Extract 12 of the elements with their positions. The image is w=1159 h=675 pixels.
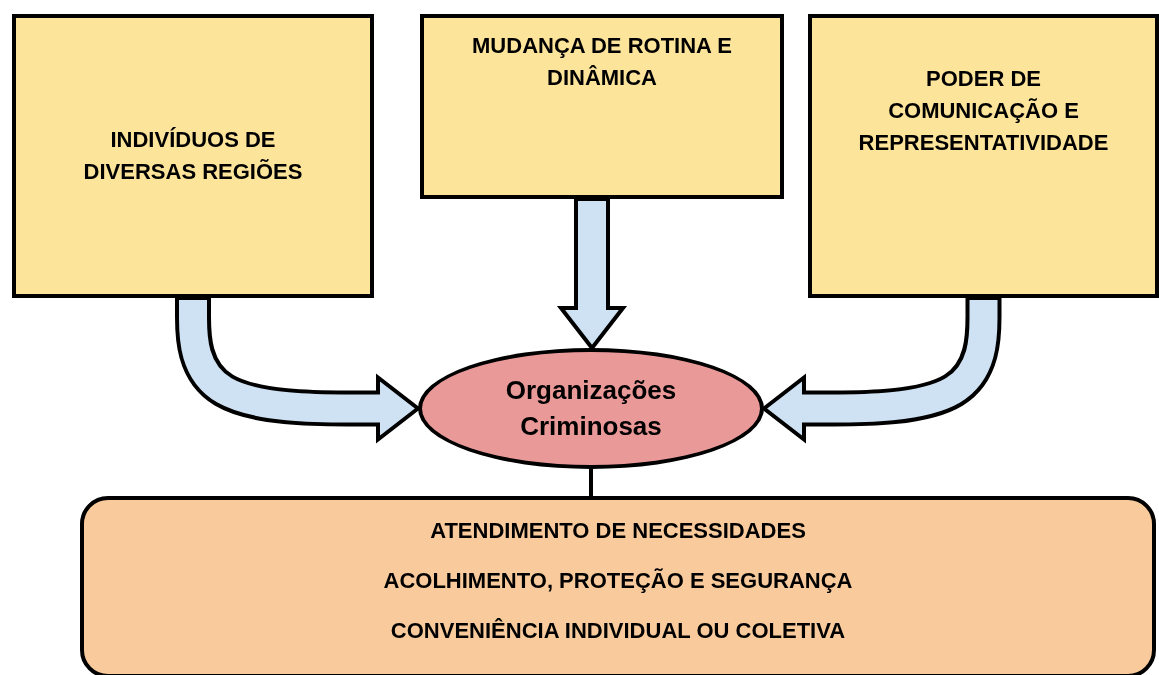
connector-line bbox=[589, 469, 593, 496]
result-panel bbox=[80, 496, 1156, 675]
cause-box bbox=[808, 14, 1159, 298]
center-label: Organizações Criminosas bbox=[504, 374, 678, 443]
cause-box bbox=[12, 14, 374, 298]
node-label: CONVENIÊNCIA INDIVIDUAL OU COLETIVA bbox=[390, 616, 846, 645]
node-label: INDIVÍDUOS DE DIVERSAS REGIÕES bbox=[82, 126, 304, 186]
node-label: MUDANÇA DE ROTINA E DINÂMICA bbox=[471, 31, 733, 92]
node-label: ATENDIMENTO DE NECESSIDADES bbox=[430, 517, 806, 546]
cause-box bbox=[420, 14, 784, 199]
node-label: ACOLHIMENTO, PROTEÇÃO E SEGURANÇA bbox=[383, 567, 853, 596]
node-label: PODER DE COMUNICAÇÃO E REPRESENTATIVIDADE bbox=[857, 65, 1110, 157]
